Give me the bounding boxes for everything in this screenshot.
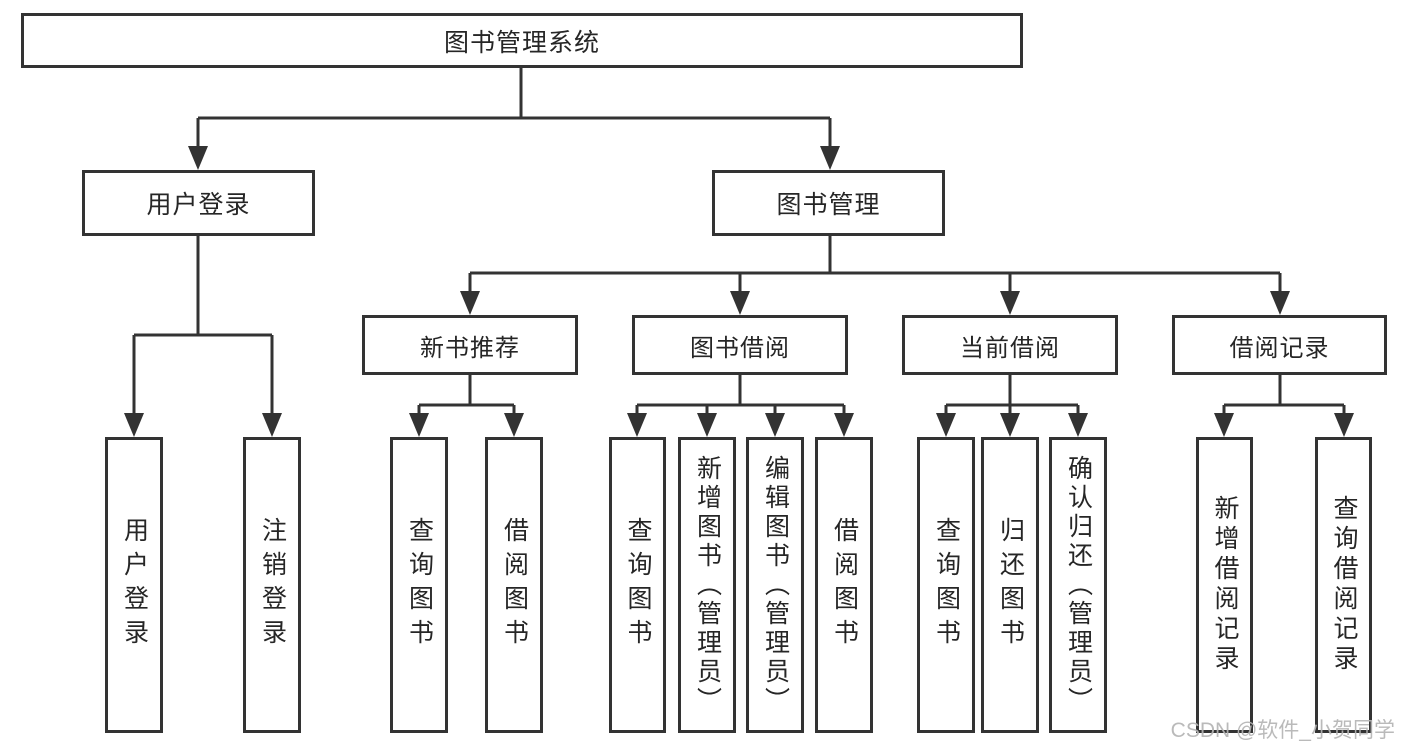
leaf-borrow-book: 借阅图书	[815, 437, 873, 733]
leaf-query-book-current: 查询图书	[917, 437, 975, 733]
node-book-management: 图书管理	[712, 170, 945, 236]
leaf-return-book: 归还图书	[981, 437, 1039, 733]
leaf-query-book-borrow: 查询图书	[609, 437, 666, 733]
leaf-borrow-book-recommend: 借阅图书	[485, 437, 543, 733]
node-current-borrow: 当前借阅	[902, 315, 1118, 375]
leaf-edit-book-admin: 编辑图书（管理员）	[746, 437, 804, 733]
leaf-query-borrow-record: 查询借阅记录	[1315, 437, 1372, 733]
watermark: CSDN @软件_小贺同学	[1170, 719, 1395, 742]
leaf-query-book-recommend: 查询图书	[390, 437, 448, 733]
node-borrow-records: 借阅记录	[1172, 315, 1387, 375]
leaf-logout: 注销登录	[243, 437, 301, 733]
node-new-book-recommend: 新书推荐	[362, 315, 578, 375]
node-book-borrow: 图书借阅	[632, 315, 848, 375]
leaf-user-login: 用户登录	[105, 437, 163, 733]
node-root: 图书管理系统	[21, 13, 1023, 68]
leaf-add-borrow-record: 新增借阅记录	[1196, 437, 1253, 733]
leaf-add-book-admin: 新增图书（管理员）	[678, 437, 736, 733]
leaf-confirm-return-admin: 确认归还（管理员）	[1049, 437, 1107, 733]
node-user-login: 用户登录	[82, 170, 315, 236]
